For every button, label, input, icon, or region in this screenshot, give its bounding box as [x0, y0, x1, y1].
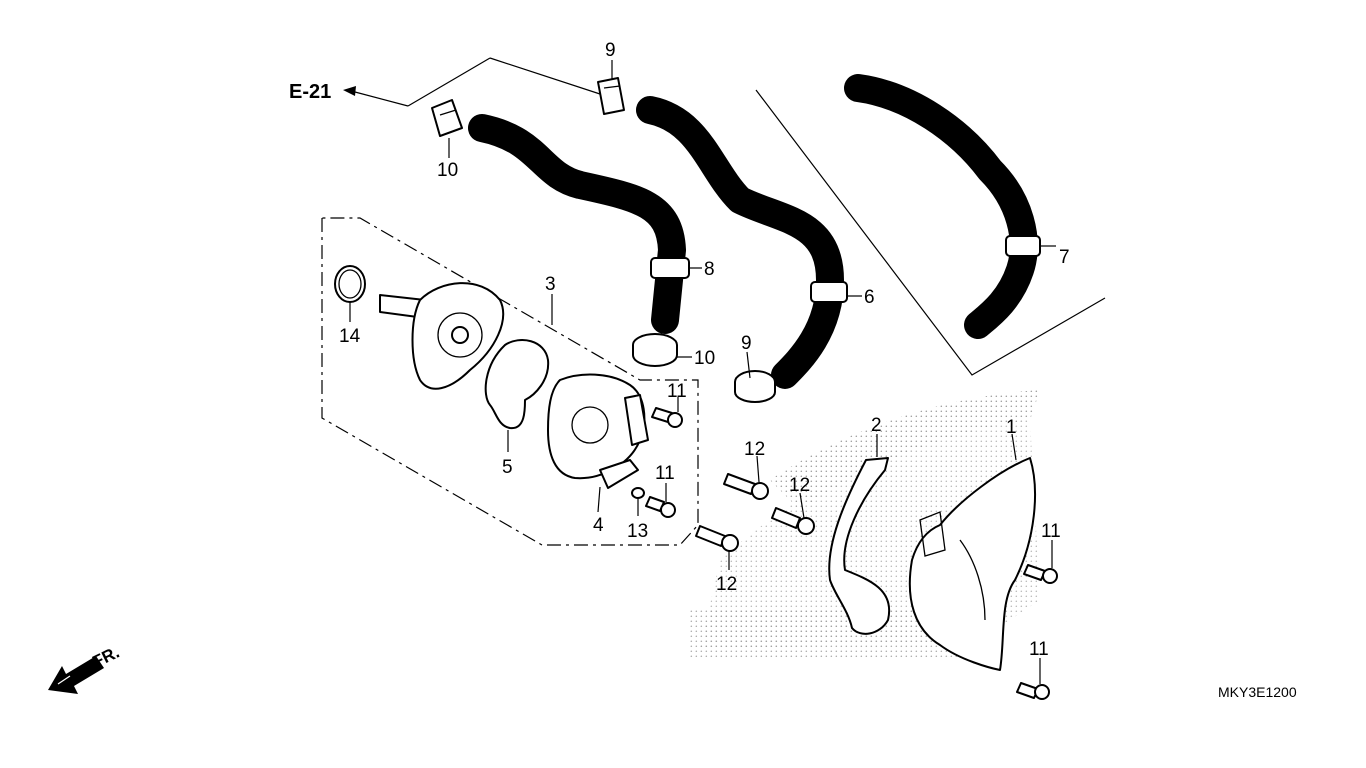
callout-label: 12 — [744, 439, 765, 460]
washer-13 — [631, 487, 645, 499]
clamp-9-middle — [734, 370, 776, 403]
gasket-2 — [828, 457, 891, 635]
cover-1 — [908, 457, 1036, 671]
bolt-11-b — [645, 496, 676, 518]
callout-label: 9 — [605, 40, 616, 61]
callout-label: 11 — [1041, 521, 1061, 542]
callout-label: 12 — [716, 574, 737, 595]
callout-label: 8 — [704, 259, 715, 280]
callout-label: 11 — [667, 381, 687, 402]
callout-label: 3 — [545, 274, 556, 295]
hose-6 — [636, 96, 848, 389]
callout-numbers: 9 10 8 6 7 14 3 10 9 11 5 12 11 2 1 12 4… — [339, 40, 1070, 660]
callout-label: 10 — [694, 348, 715, 369]
leader-lines — [349, 60, 1056, 684]
callout-label: 1 — [1006, 417, 1017, 438]
gasket-5 — [484, 339, 550, 430]
clip-9-top — [597, 77, 625, 115]
callout-label: 11 — [1029, 639, 1049, 660]
pump-cover-assembly — [379, 282, 505, 390]
pump-body-3 — [547, 373, 649, 489]
clamp-10-middle — [632, 333, 678, 367]
reference-label: E-21 — [289, 81, 331, 103]
bolt-11-c — [1023, 564, 1058, 584]
o-ring-14 — [334, 265, 366, 303]
hose-8 — [468, 114, 690, 334]
callout-label: 2 — [871, 415, 882, 436]
clip-10-top — [431, 99, 463, 137]
diagram-code: MKY3E1200 — [1218, 684, 1297, 700]
reference-lines — [343, 57, 601, 107]
bolt-12-a — [723, 473, 769, 500]
callout-label: 14 — [339, 326, 361, 347]
bolt-11-a — [651, 407, 683, 428]
bolt-11-d — [1016, 682, 1050, 700]
callout-label: 7 — [1059, 247, 1070, 268]
callout-label: 6 — [864, 287, 875, 308]
callout-label: 13 — [627, 521, 648, 542]
callout-label: 12 — [789, 475, 810, 496]
assembly-outline — [321, 217, 699, 546]
callout-label: 4 — [593, 515, 604, 536]
bolt-12-c — [695, 525, 739, 552]
callout-label: 10 — [437, 160, 458, 181]
callout-label: 5 — [502, 457, 513, 478]
hose-7 — [844, 74, 1041, 339]
bolt-12-b — [771, 507, 815, 535]
callout-label: 11 — [655, 463, 675, 484]
callout-label: 9 — [741, 333, 752, 354]
front-arrow-icon — [48, 656, 104, 694]
boundary-line — [755, 89, 1106, 376]
